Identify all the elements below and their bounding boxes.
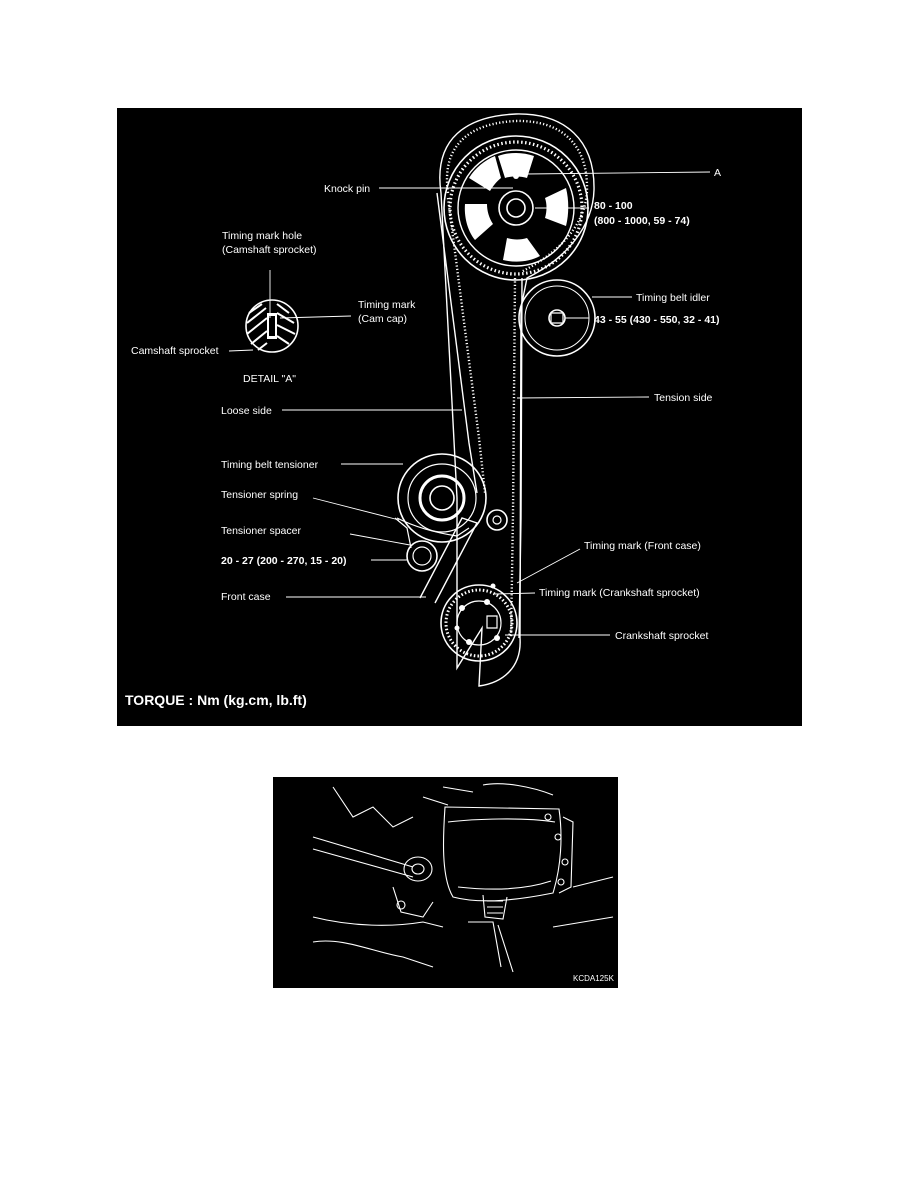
label-a: A — [714, 167, 721, 179]
label-timing-belt-tensioner: Timing belt tensioner — [221, 459, 319, 471]
label-timing-mark-cam-1: Timing mark — [358, 299, 416, 311]
front-case — [419, 517, 479, 604]
timing-belt-tensioner — [396, 453, 508, 543]
leader-lines — [228, 171, 711, 636]
photo-code: KCDA125K — [573, 974, 615, 983]
label-idler-torque: 43 - 55 (430 - 550, 32 - 41) — [594, 314, 720, 326]
label-knock-pin: Knock pin — [324, 183, 370, 195]
label-camshaft-sprocket: Camshaft sprocket — [131, 345, 219, 357]
label-timing-mark-front-case: Timing mark (Front case) — [584, 540, 701, 552]
label-cam-torque-2: (800 - 1000, 59 - 74) — [594, 215, 690, 227]
label-cam-torque-1: 80 - 100 — [594, 200, 633, 212]
label-timing-mark-crank: Timing mark (Crankshaft sprocket) — [539, 587, 700, 599]
label-timing-mark-hole-2: (Camshaft sprocket) — [222, 244, 317, 256]
label-timing-mark-hole-1: Timing mark hole — [222, 230, 302, 242]
label-tensioner-torque: 20 - 27 (200 - 270, 15 - 20) — [221, 555, 347, 567]
label-front-case: Front case — [221, 591, 271, 603]
label-tension-side: Tension side — [654, 392, 713, 404]
tensioner-bolt — [394, 517, 438, 572]
label-detail-a: DETAIL "A" — [243, 373, 296, 385]
detail-a-view — [245, 299, 299, 353]
label-timing-mark-cam-2: (Cam cap) — [358, 313, 407, 325]
label-loose-side: Loose side — [221, 405, 272, 417]
labels: A Knock pin 80 - 100 (800 - 1000, 59 - 7… — [125, 167, 721, 708]
timing-belt-svg: A Knock pin 80 - 100 (800 - 1000, 59 - 7… — [125, 113, 721, 708]
timing-belt — [436, 113, 595, 687]
crankshaft-sprocket — [440, 583, 518, 662]
label-tensioner-spacer: Tensioner spacer — [221, 525, 301, 537]
timing-belt-diagram: A Knock pin 80 - 100 (800 - 1000, 59 - 7… — [117, 108, 802, 726]
label-torque-units: TORQUE : Nm (kg.cm, lb.ft) — [125, 692, 307, 708]
label-timing-belt-idler: Timing belt idler — [636, 292, 710, 304]
engine-photo-svg: KCDA125K — [312, 783, 615, 983]
label-crankshaft-sprocket: Crankshaft sprocket — [615, 630, 708, 642]
engine-photo: KCDA125K — [273, 777, 618, 988]
label-tensioner-spring: Tensioner spring — [221, 489, 298, 501]
